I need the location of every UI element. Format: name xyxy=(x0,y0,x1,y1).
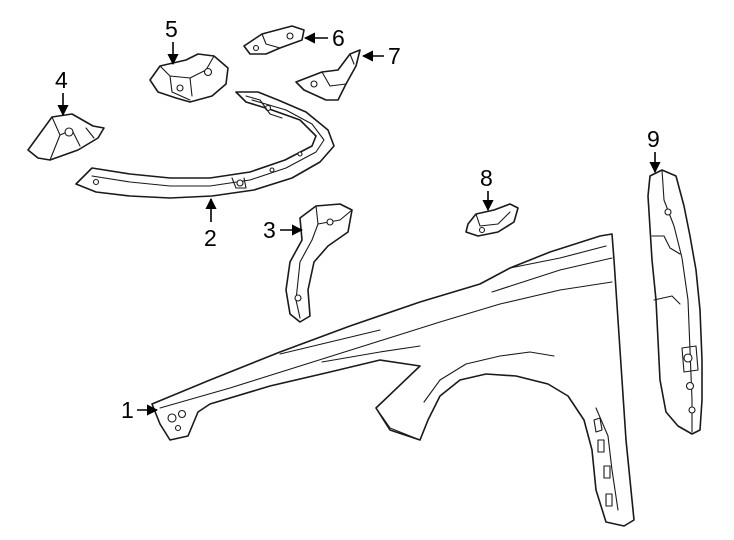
callout-2: 2 xyxy=(204,197,217,251)
part-9-shield xyxy=(647,169,703,435)
part-6-plate xyxy=(243,25,305,55)
callout-6: 6 xyxy=(303,25,345,51)
part-3-bracket xyxy=(285,203,353,323)
part-4-bracket xyxy=(27,113,105,161)
callout-5-number: 5 xyxy=(165,16,178,42)
part-8-clip xyxy=(465,203,519,237)
callout-5: 5 xyxy=(165,16,179,66)
part-7-bracket xyxy=(295,49,361,101)
callout-9-number: 9 xyxy=(647,126,660,152)
callout-8: 8 xyxy=(480,165,494,212)
part-1-fender xyxy=(151,233,635,527)
callout-9: 9 xyxy=(647,126,661,174)
callout-8-number: 8 xyxy=(480,165,493,191)
callout-4: 4 xyxy=(55,67,69,117)
callout-3-number: 3 xyxy=(263,217,276,243)
callout-3: 3 xyxy=(263,217,304,243)
callout-1: 1 xyxy=(121,397,159,423)
callout-7-number: 7 xyxy=(388,43,401,69)
callout-1-number: 1 xyxy=(121,397,134,423)
callout-2-number: 2 xyxy=(204,225,217,251)
callout-4-number: 4 xyxy=(55,67,68,93)
part-5-bracket xyxy=(149,53,229,103)
callout-7: 7 xyxy=(361,43,401,69)
callout-6-number: 6 xyxy=(332,25,345,51)
part-2-support-rail xyxy=(75,91,335,199)
